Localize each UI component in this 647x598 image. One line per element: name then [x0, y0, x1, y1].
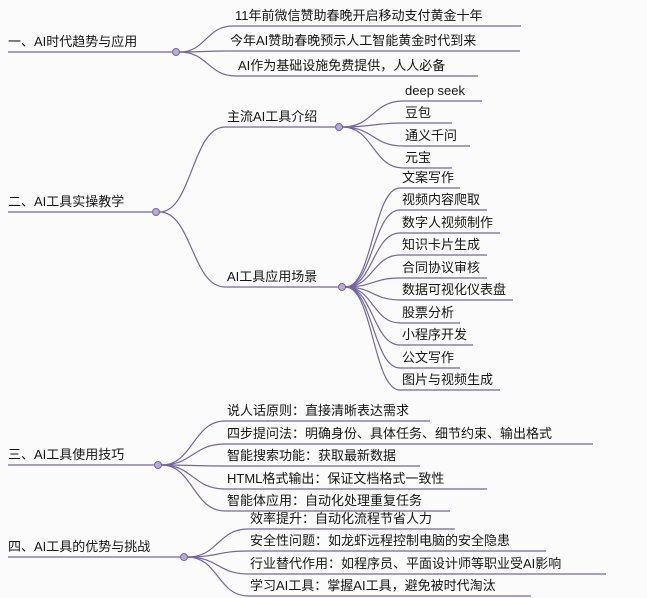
connector — [342, 126, 404, 147]
connector — [179, 25, 234, 53]
connector — [345, 187, 401, 288]
connector — [187, 556, 249, 597]
node-b1-c3[interactable]: AI作为基础设施免费提供，人人必备 — [238, 58, 446, 73]
node-b3-c5[interactable]: 智能体应用：自动化处理重复任务 — [227, 493, 423, 508]
node-b2-c2-g2[interactable]: 视频内容爬取 — [402, 192, 481, 207]
connector — [345, 286, 401, 324]
connector — [159, 211, 226, 288]
node-b1[interactable]: 一、AI时代趋势与应用 — [8, 34, 138, 49]
branch-toggle-b1[interactable] — [172, 48, 180, 56]
node-b2[interactable]: 二、AI工具实操教学 — [8, 194, 125, 209]
node-b2-c2-g9[interactable]: 公文写作 — [402, 350, 455, 365]
connector — [161, 420, 226, 466]
node-b4[interactable]: 四、AI工具的优势与挑战 — [8, 539, 151, 554]
node-b2-c2-g8[interactable]: 小程序开发 — [402, 327, 468, 342]
node-b2-c2-g7[interactable]: 股票分析 — [402, 305, 455, 320]
connector — [345, 286, 401, 391]
connector — [342, 122, 404, 128]
branch1-wires — [179, 25, 521, 77]
node-b4-c4[interactable]: 学习AI工具：掌握AI工具，避免被时代淘汰 — [250, 578, 496, 593]
node-b1-c2[interactable]: 今年AI赞助春晚预示人工智能黄金时代到来 — [230, 33, 477, 48]
connector — [342, 126, 404, 169]
node-b4-c1[interactable]: 效率提升：自动化流程节省人力 — [250, 511, 433, 526]
branch-toggle-b2a[interactable] — [335, 123, 343, 131]
branch-toggle-b2[interactable] — [152, 208, 160, 216]
branch-toggle-b4[interactable] — [180, 553, 188, 561]
node-b2-c1-g4[interactable]: 元宝 — [405, 150, 432, 165]
node-b2-c2-g4[interactable]: 知识卡片生成 — [402, 237, 481, 252]
node-b3-c3[interactable]: 智能搜索功能：获取最新数据 — [227, 448, 397, 463]
node-b2-c2-g5[interactable]: 合同协议审核 — [402, 260, 481, 275]
connector — [179, 51, 237, 77]
node-b3[interactable]: 三、AI工具使用技巧 — [8, 447, 125, 462]
node-b2-c2-g1[interactable]: 文案写作 — [402, 170, 455, 185]
connector — [187, 556, 249, 575]
node-b2-c2-g6[interactable]: 数据可视化仪表盘 — [402, 282, 507, 297]
connector — [161, 443, 226, 466]
node-b4-c3[interactable]: 行业替代作用：如程序员、平面设计师等职业受AI影响 — [250, 556, 562, 571]
connector — [161, 464, 226, 490]
branch-underlines — [8, 51, 180, 558]
connector — [161, 464, 226, 512]
connector — [345, 209, 401, 288]
node-b2-c1-g1[interactable]: deep seek — [405, 83, 465, 98]
branch-toggle-b2b[interactable] — [338, 283, 346, 291]
node-b3-c2[interactable]: 四步提问法：明确身份、具体任务、细节约束、输出格式 — [227, 426, 553, 441]
node-b2-c1-g2[interactable]: 豆包 — [405, 105, 432, 120]
branch2-wires — [159, 100, 513, 391]
node-b3-c1[interactable]: 说人话原则：直接清晰表达需求 — [227, 403, 410, 418]
node-b2-c2[interactable]: AI工具应用场景 — [227, 269, 318, 284]
connector — [345, 232, 401, 288]
node-b2-c2-g3[interactable]: 数字人视频制作 — [402, 215, 494, 230]
connector — [159, 126, 226, 213]
branch3-wires — [161, 420, 593, 512]
node-b2-c1[interactable]: 主流AI工具介绍 — [227, 109, 318, 124]
node-b4-c2[interactable]: 安全性问题：如龙虾远程控制电脑的安全隐患 — [250, 533, 511, 548]
branch4-wires — [187, 528, 606, 597]
node-b2-c1-g3[interactable]: 通义千问 — [405, 128, 458, 143]
connector — [187, 528, 249, 558]
branch-toggle-b3[interactable] — [154, 461, 162, 469]
node-b2-c2-g10[interactable]: 图片与视频生成 — [402, 372, 494, 387]
node-b3-c4[interactable]: HTML格式输出：保证文档格式一致性 — [227, 471, 445, 486]
node-b1-c1[interactable]: 11年前微信赞助春晚开启移动支付黄金十年 — [235, 8, 483, 23]
